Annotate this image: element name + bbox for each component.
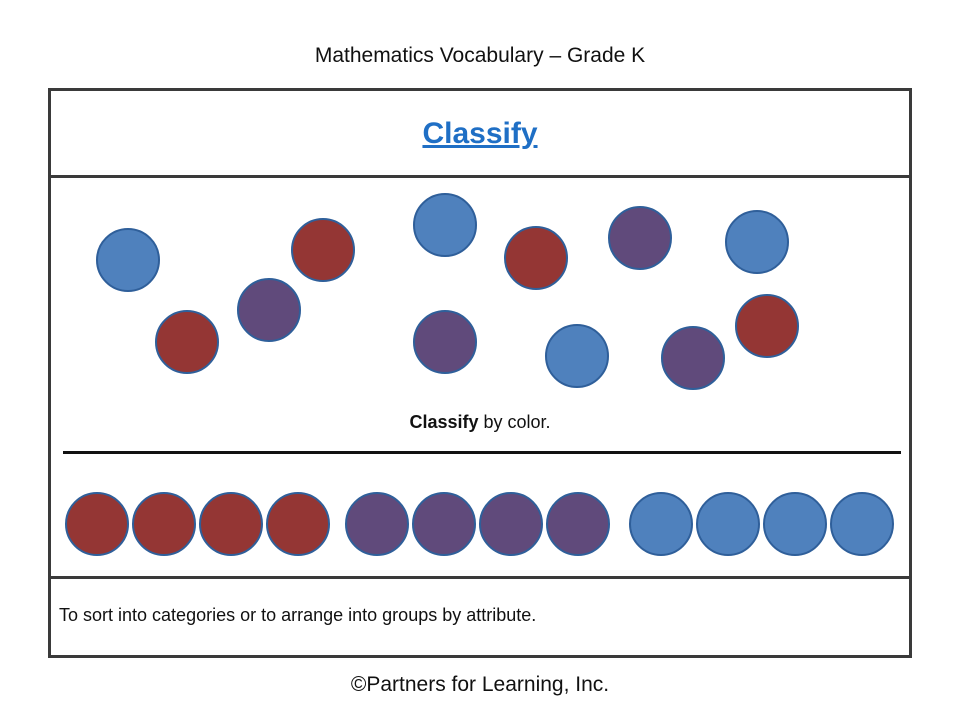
scattered-blue-circle — [96, 228, 160, 292]
scattered-red-circle — [504, 226, 568, 290]
scattered-purple-circle — [237, 278, 301, 342]
scattered-blue-circle — [725, 210, 789, 274]
sorted-blue-circle — [763, 492, 827, 556]
sorted-red-circle — [199, 492, 263, 556]
sorted-purple-circle — [412, 492, 476, 556]
illustration-caption: Classify by color. — [51, 412, 909, 433]
title-box: Classify — [48, 88, 912, 178]
definition-box: To sort into categories or to arrange in… — [48, 576, 912, 658]
scattered-purple-circle — [661, 326, 725, 390]
vocabulary-word-title[interactable]: Classify — [422, 117, 538, 150]
page-header-title: Mathematics Vocabulary – Grade K — [314, 44, 646, 67]
scattered-red-circle — [735, 294, 799, 358]
sorted-blue-circle — [629, 492, 693, 556]
caption-rest: by color. — [478, 412, 551, 432]
sorted-blue-circle — [696, 492, 760, 556]
scattered-red-circle — [291, 218, 355, 282]
scattered-purple-circle — [413, 310, 477, 374]
caption-bold-word: Classify — [409, 412, 479, 432]
sorted-red-circle — [266, 492, 330, 556]
sorted-red-circle — [132, 492, 196, 556]
sorted-purple-circle — [479, 492, 543, 556]
sort-divider-line — [63, 451, 901, 454]
scattered-blue-circle — [413, 193, 477, 257]
definition-text: To sort into categories or to arrange in… — [59, 605, 537, 625]
scattered-blue-circle — [545, 324, 609, 388]
copyright-footer: ©Partners for Learning, Inc. — [350, 673, 610, 696]
sorted-purple-circle — [345, 492, 409, 556]
scattered-purple-circle — [608, 206, 672, 270]
sorted-purple-circle — [546, 492, 610, 556]
sorted-blue-circle — [830, 492, 894, 556]
illustration-box: Classify by color. — [48, 175, 912, 579]
sorted-red-circle — [65, 492, 129, 556]
scattered-red-circle — [155, 310, 219, 374]
